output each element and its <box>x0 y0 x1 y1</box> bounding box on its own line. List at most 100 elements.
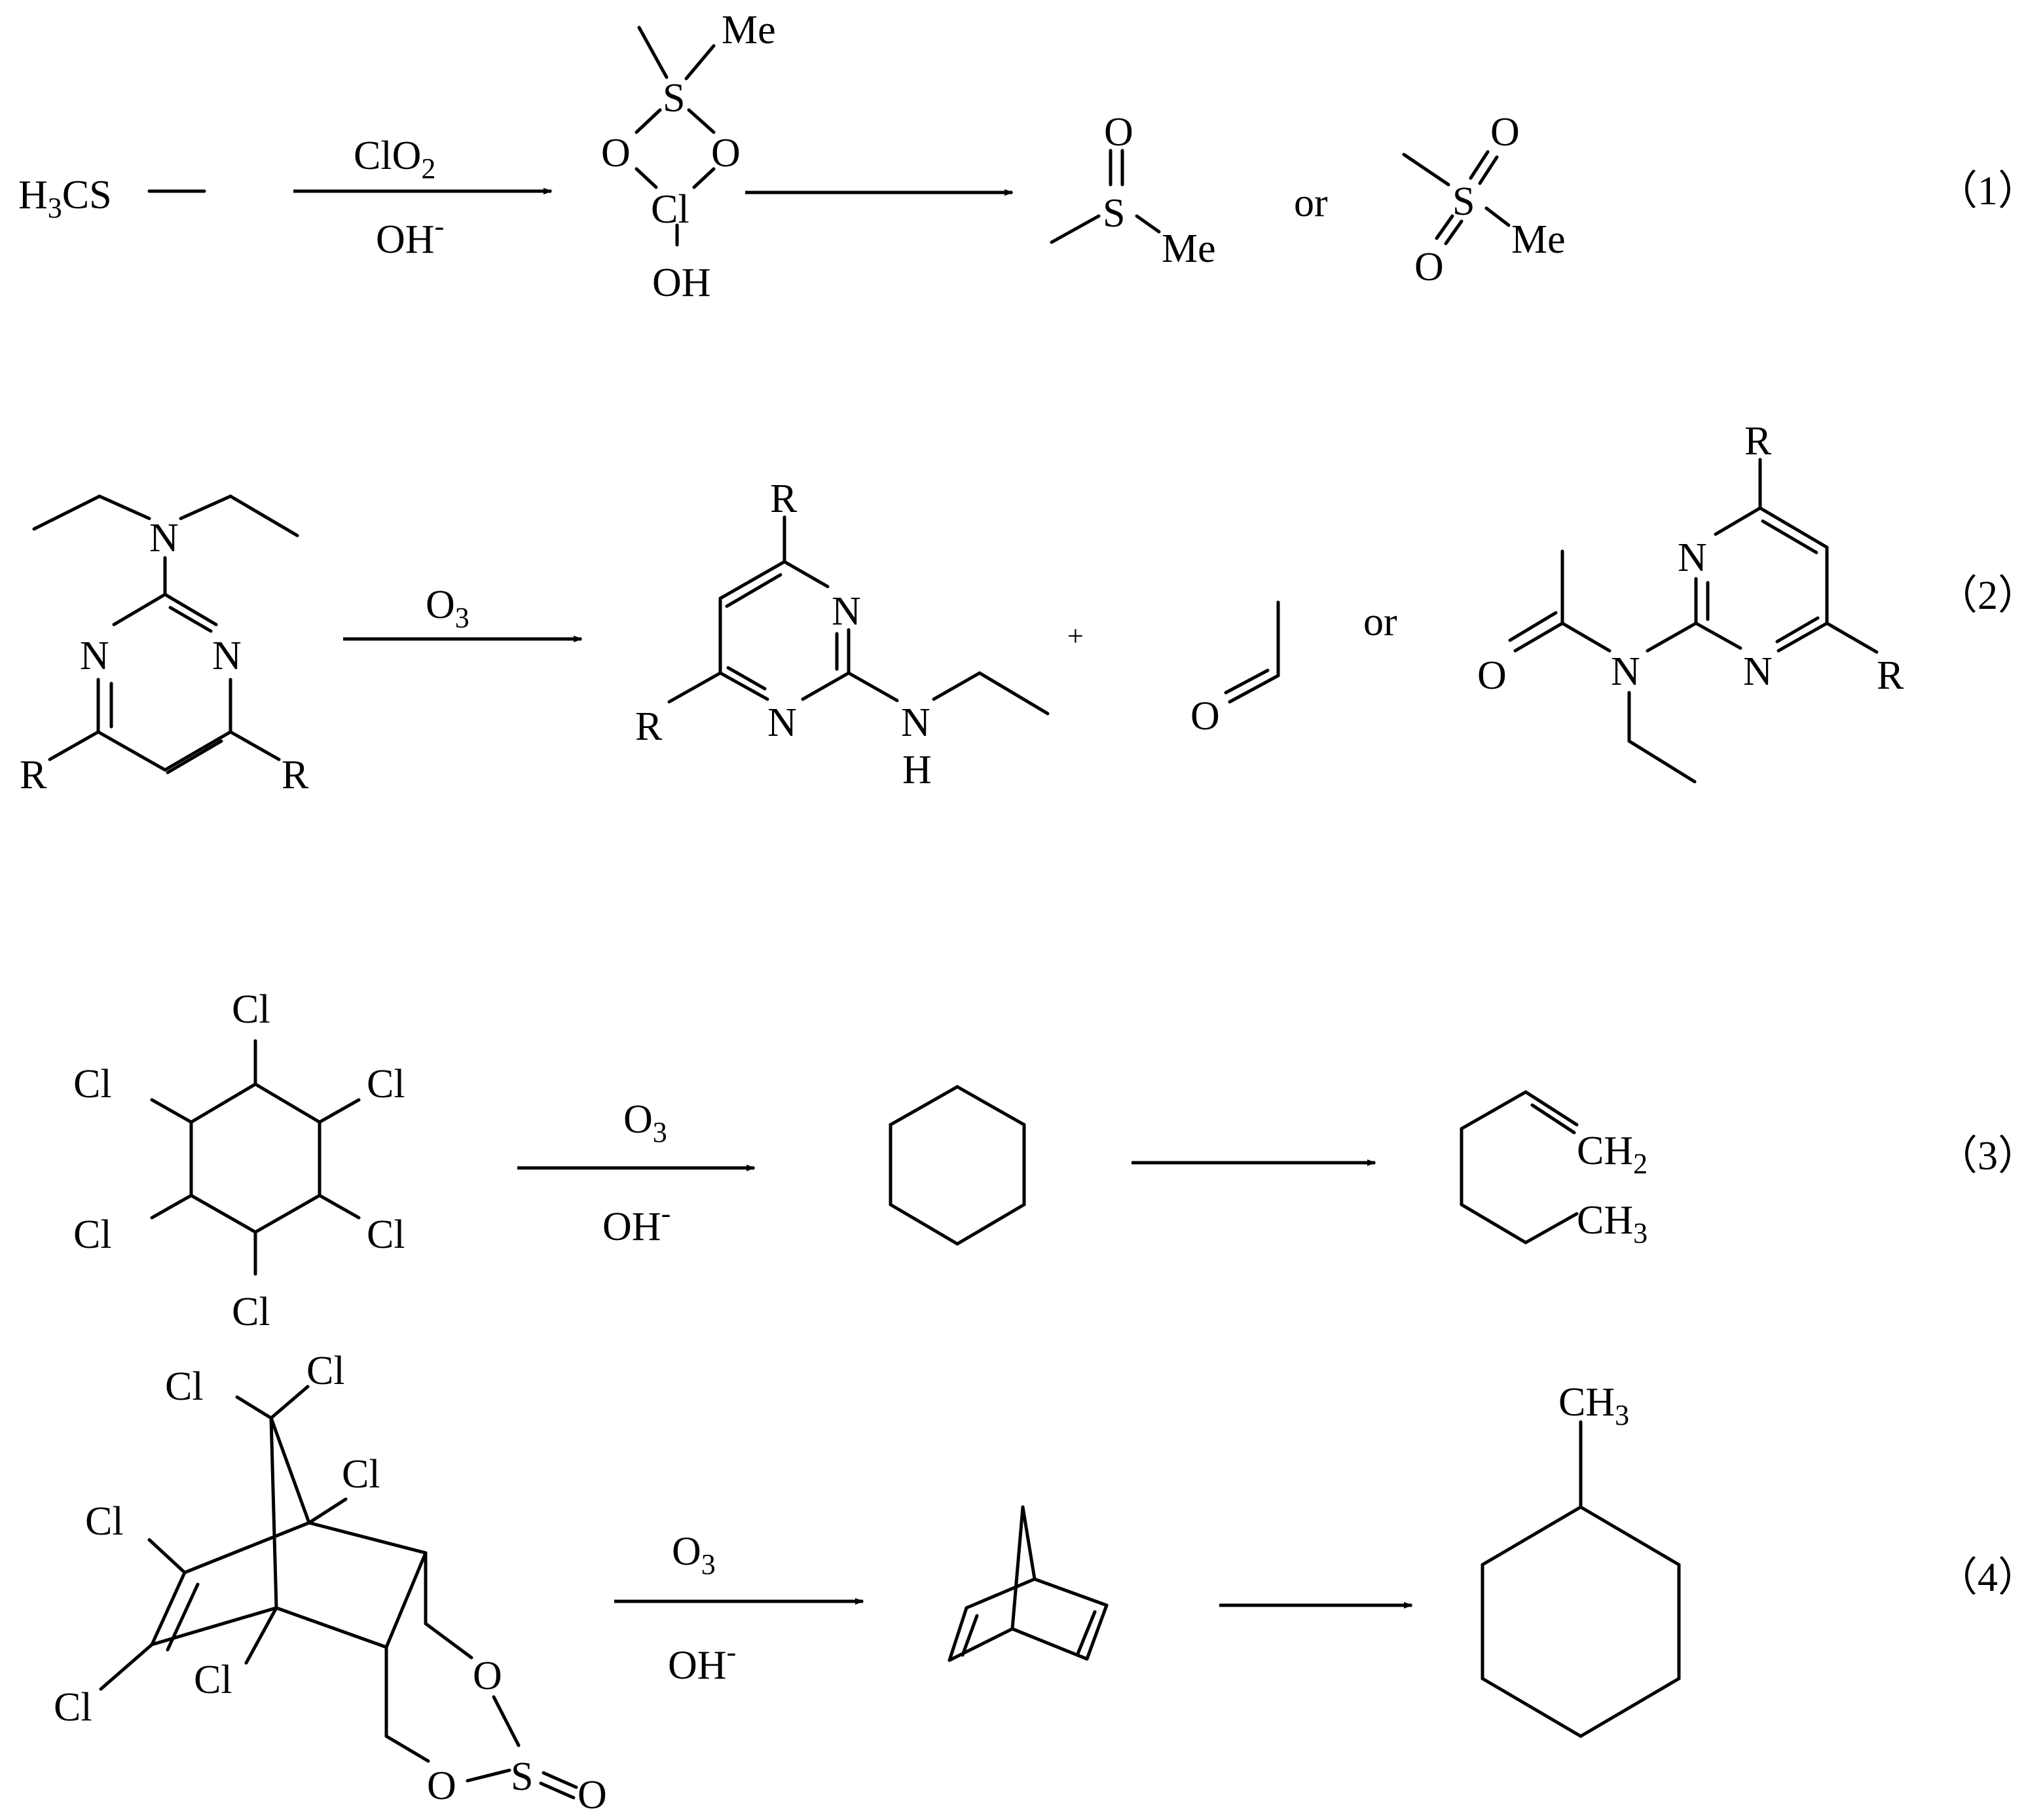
amide-o: O <box>1477 653 1507 698</box>
aldehyde-o: O <box>1190 694 1220 738</box>
hch-ring <box>189 1082 322 1234</box>
pa-c6-n1-double <box>726 666 767 691</box>
hx-c5-c6 <box>1524 1212 1579 1245</box>
nbd-c5-c4 <box>948 1627 1014 1662</box>
hch-cl6-bond <box>150 1098 193 1124</box>
intermediate-me: Me <box>722 8 776 52</box>
endo-cl-2: Cl <box>306 1349 345 1393</box>
endosulfan: Cl Cl Cl Cl Cl Cl O O <box>54 1349 607 1817</box>
endo-so-bond-a <box>542 1771 578 1789</box>
sulfone-s: S <box>1452 179 1475 224</box>
hx-c2-c1-double <box>1530 1103 1576 1135</box>
reactant-r-right: R <box>282 753 309 797</box>
product-a-n-bottom: N <box>767 701 797 745</box>
o1-cl-bond <box>635 167 658 189</box>
endo-c1-cl3 <box>307 1497 348 1525</box>
hch-cl5-bond <box>150 1193 193 1220</box>
ring-n-left: N <box>80 634 109 678</box>
sulfone-methyl-bond <box>1402 153 1450 187</box>
hexene-ch3: CH3 <box>1577 1198 1647 1249</box>
pa-c2-nh <box>847 671 899 702</box>
nbd-c1-c6 <box>965 1577 1037 1610</box>
sulfoxide-me: Me <box>1162 227 1216 271</box>
reaction-2: N N N R R O3 R <box>20 419 2038 797</box>
ring-c4-c5 <box>163 730 232 772</box>
reaction-number-4: （4） <box>1937 1556 2038 1600</box>
ald-co-bond <box>1228 674 1280 704</box>
reagent-1-top: ClO2 <box>354 134 435 185</box>
hexene-ch2: CH2 <box>1577 1129 1647 1180</box>
ring-c2-n3 <box>163 592 218 627</box>
product-a-r-left: R <box>635 704 663 749</box>
endo-bridge-cl2 <box>269 1385 310 1420</box>
nbd-c2-c3-double <box>1076 1610 1097 1656</box>
pa-c6-r <box>667 671 722 704</box>
hx-c2-c1 <box>1524 1090 1579 1127</box>
sulfoxide-product: O S Me <box>1050 110 1216 271</box>
chlorite-intermediate: Me S O O Cl OH <box>601 8 776 305</box>
product-a-n-top: N <box>832 589 861 634</box>
sulfone-me: Me <box>1511 217 1566 262</box>
pc-c4-c5-double <box>1761 519 1818 555</box>
endo-c4-cl6 <box>244 1606 278 1665</box>
product-a-nh-h: H <box>902 748 932 792</box>
hch-cl-bottom: Cl <box>232 1290 270 1334</box>
reaction-3: Cl Cl Cl Cl Cl Cl O3 OH- CH2 C <box>73 987 2038 1334</box>
reaction-number-1: （1） <box>1937 169 2038 213</box>
methyl-ch3: CH3 <box>1558 1380 1629 1431</box>
nbd-bridge-2 <box>1010 1505 1025 1631</box>
hexene-product: CH2 CH3 <box>1460 1090 1647 1249</box>
endo-o2-s <box>466 1768 511 1783</box>
nbd-bridge-1 <box>1021 1505 1037 1581</box>
so1-bond-a <box>1469 150 1490 180</box>
pc-c2-namide <box>1646 621 1698 653</box>
endo-o1-s <box>492 1695 521 1747</box>
pa-c4-c5 <box>718 560 786 600</box>
so1-bond-b <box>1478 155 1499 185</box>
sulfoxide-s: S <box>1103 191 1125 236</box>
endo-c5-c6 <box>384 1551 428 1649</box>
intermediate-cl: Cl <box>651 187 690 232</box>
endo-cl-3: Cl <box>342 1452 380 1497</box>
product-a-nh-n: N <box>901 701 930 745</box>
endo-cl-1: Cl <box>165 1364 204 1409</box>
reagent-4-top: O3 <box>672 1529 716 1580</box>
nbd-c6-c5 <box>948 1606 968 1662</box>
product-c-r-right: R <box>1877 653 1904 698</box>
endo-o2: O <box>427 1764 456 1808</box>
endo-c2-c3 <box>150 1571 187 1647</box>
norbornadiene <box>948 1505 1109 1662</box>
s-me-bond <box>684 44 716 81</box>
ald-co-double <box>1224 668 1270 695</box>
reaction-number-3: （3） <box>1937 1134 2038 1178</box>
reactant-r-left: R <box>20 753 47 797</box>
intermediate-o1: O <box>601 131 631 175</box>
product-a-r-top: R <box>770 477 798 521</box>
s-o2-bond <box>687 108 716 134</box>
endo-s: S <box>511 1755 533 1799</box>
pa-c4-c5-double <box>725 573 782 608</box>
pc-c6-n1-double <box>1775 616 1820 644</box>
methylcyclohexane: CH3 <box>1481 1380 1681 1738</box>
reagent-3-top: O3 <box>623 1097 667 1148</box>
ethyl-2-ch3 <box>229 494 299 537</box>
reaction-1: H3CS ClO2 OH- Me S O O Cl OH <box>18 8 2038 305</box>
endo-c4-c6 <box>274 1606 388 1649</box>
nbd-c2-c3 <box>1085 1603 1109 1661</box>
reaction-number-2: （2） <box>1937 573 2038 618</box>
pc-c6-r <box>1825 621 1879 654</box>
methyl-bond <box>637 26 669 79</box>
endo-ch2-o1 <box>424 1622 473 1660</box>
ring-c4-r <box>229 730 281 761</box>
sulfoxide-methyl-bond <box>1050 214 1101 244</box>
endo-so-bond-b <box>539 1781 576 1800</box>
endo-ch2-o2 <box>384 1734 430 1763</box>
endo-bridge-c1 <box>269 1416 311 1525</box>
intermediate-s: S <box>663 76 685 120</box>
endo-o3: O <box>578 1773 607 1817</box>
pa-nh-ch2 <box>932 671 982 701</box>
hch-cl2-bond <box>318 1098 361 1124</box>
hch-cl-lower-left: Cl <box>73 1212 112 1257</box>
endo-cl-5: Cl <box>54 1685 92 1730</box>
endo-cl-4: Cl <box>85 1499 124 1544</box>
